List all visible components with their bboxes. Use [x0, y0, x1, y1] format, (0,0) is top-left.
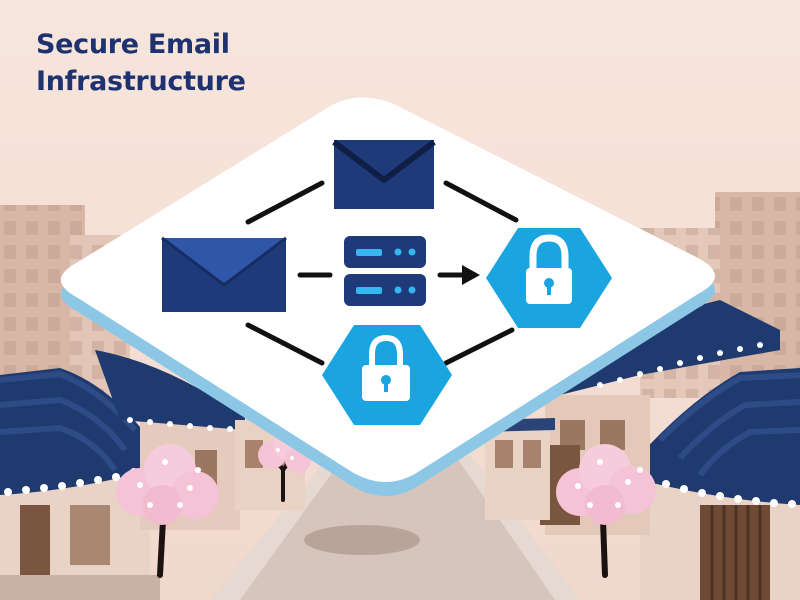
card-shadow	[304, 525, 420, 555]
title-line-2: Infrastructure	[36, 66, 246, 97]
connector-left-bottom	[245, 322, 325, 366]
title-line-1: Secure Email	[36, 29, 230, 60]
sender-envelope-icon	[161, 236, 287, 312]
connector-bottom-right	[443, 327, 515, 366]
encryption-lock-bottom-icon	[322, 325, 452, 425]
connectors	[245, 180, 519, 366]
encryption-lock-right-icon	[486, 228, 612, 328]
cherry-blossom-tree-right	[556, 444, 656, 578]
mail-server-icon	[344, 236, 426, 306]
connector-top-right	[443, 180, 519, 223]
connector-left-top	[245, 180, 325, 225]
arrow-head-icon	[462, 265, 480, 285]
page-title: Secure Email Infrastructure	[36, 26, 246, 100]
top-envelope-icon	[332, 139, 436, 209]
hanok-house-right	[480, 300, 800, 600]
cherry-blossom-tree-left	[116, 444, 219, 578]
